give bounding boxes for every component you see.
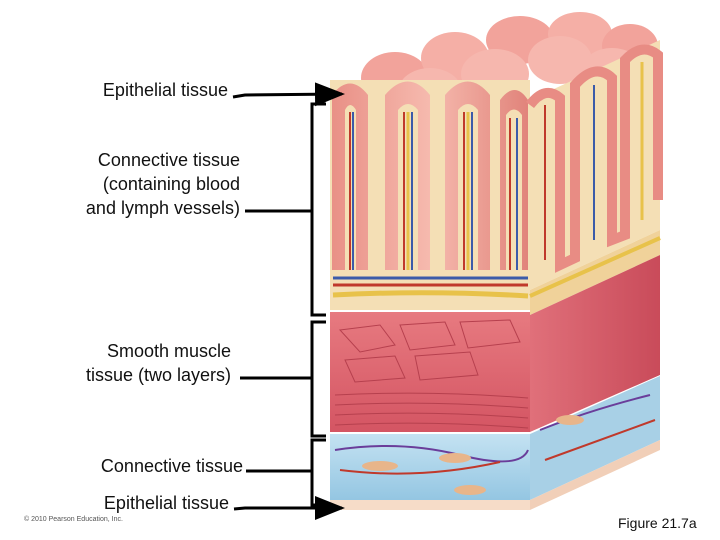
label-connective-tissue-line3: and lymph vessels) <box>85 198 240 218</box>
copyright-credit: © 2010 Pearson Education, Inc. <box>24 516 123 523</box>
villi-side <box>526 40 663 290</box>
bottom-epithelium <box>330 440 660 510</box>
label-smooth-muscle-line2: tissue (two layers) <box>85 365 231 385</box>
label-connective-tissue-line1: Connective tissue <box>97 150 240 170</box>
label-connective-tissue-line2: (containing blood <box>102 174 240 194</box>
label-epithelial-tissue-bottom: Epithelial tissue <box>103 493 229 513</box>
label-connective-tissue-bottom: Connective tissue <box>100 456 243 476</box>
submucosa <box>330 376 660 500</box>
label-epithelial-tissue-top: Epithelial tissue <box>102 80 228 100</box>
leader-lines <box>232 82 345 520</box>
label-smooth-muscle-line1: Smooth muscle <box>106 341 231 361</box>
mucosa-base <box>330 230 661 315</box>
villi-front <box>330 80 530 290</box>
brackets <box>310 102 326 507</box>
figure-number: Figure 21.7a <box>618 515 697 531</box>
smooth-muscle <box>330 255 660 432</box>
